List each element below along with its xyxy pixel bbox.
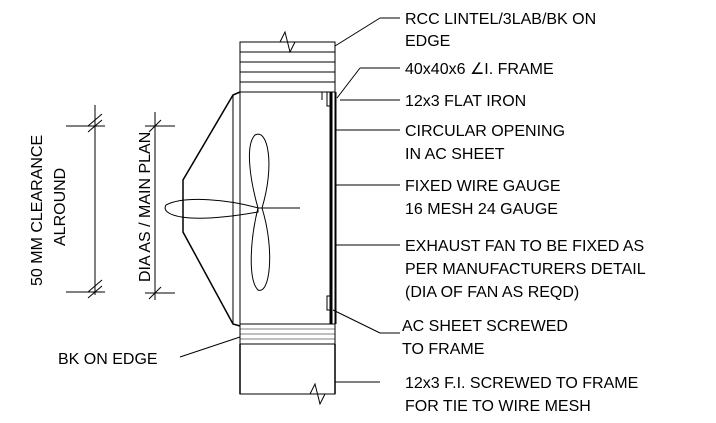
label-bk-on-edge: BK ON EDGE	[58, 351, 158, 368]
fan-frame	[239, 91, 337, 325]
label-exhaust-fan-3: (DIA OF FAN AS REQD)	[405, 284, 579, 301]
label-rcc-lintel-1: RCC LINTEL/3LAB/BK ON	[405, 11, 596, 28]
label-rcc-lintel-2: EDGE	[405, 33, 450, 50]
label-circular-opening-1: CIRCULAR OPENING	[405, 123, 565, 140]
label-exhaust-fan-2: PER MANUFACTURERS DETAIL	[405, 261, 646, 278]
label-ac-sheet-1: AC SHEET SCREWED	[402, 318, 568, 335]
label-ac-sheet-2: TO FRAME	[402, 341, 484, 358]
label-exhaust-fan-1: EXHAUST FAN TO BE FIXED AS	[405, 238, 644, 255]
exhaust-fan-blades	[164, 133, 300, 291]
clearance-text-1: 50 MM CLEARANCE	[29, 135, 46, 286]
label-fi-screwed-1: 12x3 F.I. SCREWED TO FRAME	[405, 375, 638, 392]
label-circular-opening-2: IN AC SHEET	[405, 146, 505, 163]
clearance-dimension	[66, 105, 105, 299]
diameter-dimension	[145, 112, 175, 300]
clearance-text-2: ALROUND	[52, 168, 69, 246]
bottom-brick-wall	[239, 323, 336, 406]
label-wire-gauge-1: FIXED WIRE GAUGE	[405, 178, 561, 195]
label-wire-gauge-2: 16 MESH 24 GAUGE	[405, 201, 558, 218]
leader-lines	[179, 17, 400, 383]
diameter-text: DIA AS / MAIN PLAN	[137, 132, 154, 282]
top-brick-wall	[239, 30, 336, 93]
label-flat-iron: 12x3 FLAT IRON	[405, 93, 526, 110]
label-fi-screwed-2: FOR TIE TO WIRE MESH	[405, 398, 591, 415]
label-angle-frame: 40x40x6 ∠I. FRAME	[405, 61, 554, 78]
fan-cowl	[182, 91, 241, 327]
